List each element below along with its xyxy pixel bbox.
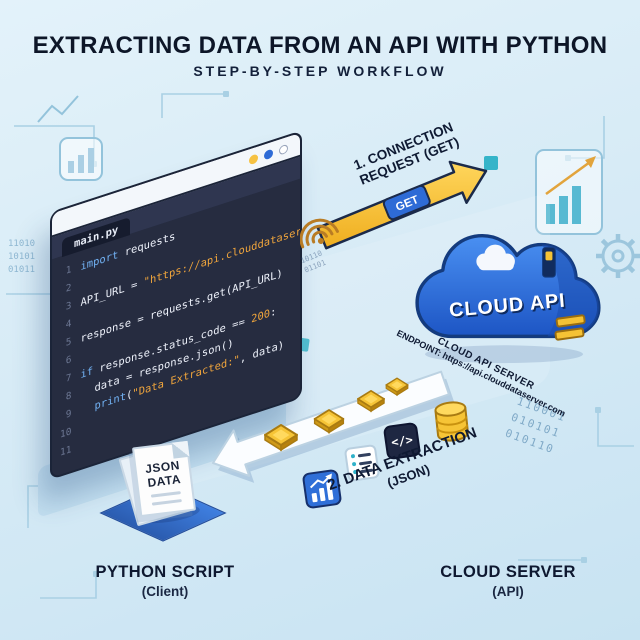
page-subtitle: STEP-BY-STEP WORKFLOW	[193, 63, 447, 79]
data-packet-icon	[313, 409, 345, 434]
json-document-line	[150, 491, 181, 498]
data-packet-icon	[264, 424, 298, 452]
ghost-bar-chart-icon	[37, 95, 103, 181]
window-dot-yellow-icon	[249, 152, 258, 165]
client-subtitle: (Client)	[141, 584, 189, 599]
data-packet-icon	[385, 377, 409, 397]
cloud-api-graphic: CLOUD API CLOUD API	[415, 233, 601, 364]
code-token: 200	[251, 307, 271, 326]
small-cloud-icon	[476, 244, 515, 271]
server-label: CLOUD SERVER (API)	[398, 563, 618, 599]
page-title: EXTRACTING DATA FROM AN API WITH PYTHON	[32, 32, 608, 59]
server-subtitle: (API)	[492, 584, 524, 599]
code-token: if	[80, 364, 94, 382]
request-arrow: GET	[300, 160, 488, 250]
wifi-icon	[300, 218, 339, 249]
gear-icon	[596, 234, 640, 278]
get-badge: GET	[382, 184, 431, 221]
window-dot-blue-icon	[264, 148, 273, 160]
window-dot-white-icon	[279, 143, 288, 156]
server-title: CLOUD SERVER	[440, 563, 576, 581]
database-icon	[432, 398, 473, 450]
code-token: :	[270, 305, 277, 320]
client-label: PYTHON SCRIPT (Client)	[55, 563, 275, 599]
ghost-analytics-panel	[535, 149, 603, 235]
response-arrow	[212, 370, 454, 483]
bar-chart-icon	[301, 468, 343, 510]
client-title: PYTHON SCRIPT	[95, 563, 235, 581]
teal-square-icon	[484, 156, 498, 170]
json-document-line	[151, 499, 182, 506]
server-vents-icon	[554, 314, 586, 341]
json-document: JSON DATA	[131, 440, 197, 518]
data-packet-icon	[357, 389, 385, 413]
binary-decoration: 11010 10101 01011	[8, 239, 36, 275]
server-slot-icon	[542, 247, 556, 278]
